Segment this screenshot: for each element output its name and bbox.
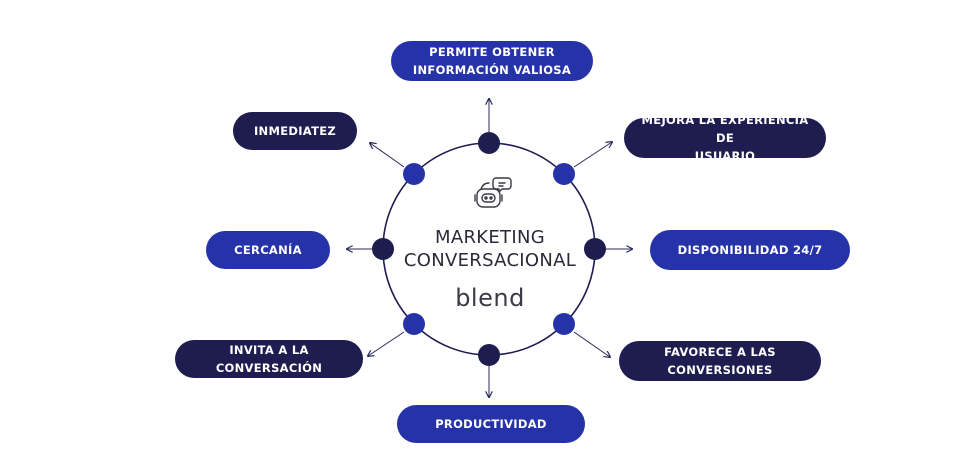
benefit-disponibilidad: DISPONIBILIDAD 24/7 [650,230,850,270]
chatbot-robot-icon [474,177,512,208]
arrow-bottom-left [368,331,405,356]
node-bottom-left [403,313,425,335]
blend-logo: blend [455,284,525,312]
node-top-left [403,163,425,185]
node-bottom-right [553,313,575,335]
arrow-bottom-right [573,331,610,357]
benefit-productividad: PRODUCTIVIDAD [397,405,585,443]
benefit-inmediatez: INMEDIATEZ [233,112,357,150]
node-left [372,238,394,260]
center-title-line2: CONVERSACIONAL [403,250,577,271]
arrow-top-left [370,143,405,168]
node-top-right [553,163,575,185]
center-title: MARKETING CONVERSACIONAL [390,226,590,272]
node-right [584,238,606,260]
node-bottom [478,344,500,366]
benefit-invita-conversacion: INVITA A LA CONVERSACIÓN [175,340,363,378]
benefit-cercania: CERCANÍA [206,231,330,269]
arrow-top-right [573,142,612,168]
center-title-line1: MARKETING [435,227,545,248]
node-top [478,132,500,154]
